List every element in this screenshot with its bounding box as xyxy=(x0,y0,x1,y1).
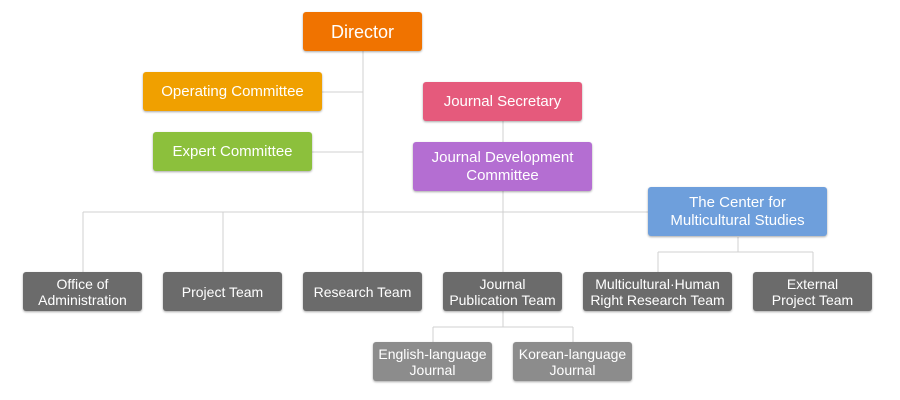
korean-language-journal-box: Korean-language Journal xyxy=(513,342,632,381)
office-of-administration-box: Office of Administration xyxy=(23,272,142,311)
center-multicultural-studies-box: The Center for Multicultural Studies xyxy=(648,187,827,236)
journal-development-committee-box: Journal Development Committee xyxy=(413,142,592,191)
multicultural-human-right-research-team-box: Multicultural·Human Right Research Team xyxy=(583,272,732,311)
expert-committee-box: Expert Committee xyxy=(153,132,312,171)
journal-publication-team-box: Journal Publication Team xyxy=(443,272,562,311)
english-language-journal-box: English-language Journal xyxy=(373,342,492,381)
director-box: Director xyxy=(303,12,422,51)
research-team-box: Research Team xyxy=(303,272,422,311)
external-project-team-box: External Project Team xyxy=(753,272,872,311)
journal-secretary-box: Journal Secretary xyxy=(423,82,582,121)
project-team-box: Project Team xyxy=(163,272,282,311)
operating-committee-box: Operating Committee xyxy=(143,72,322,111)
